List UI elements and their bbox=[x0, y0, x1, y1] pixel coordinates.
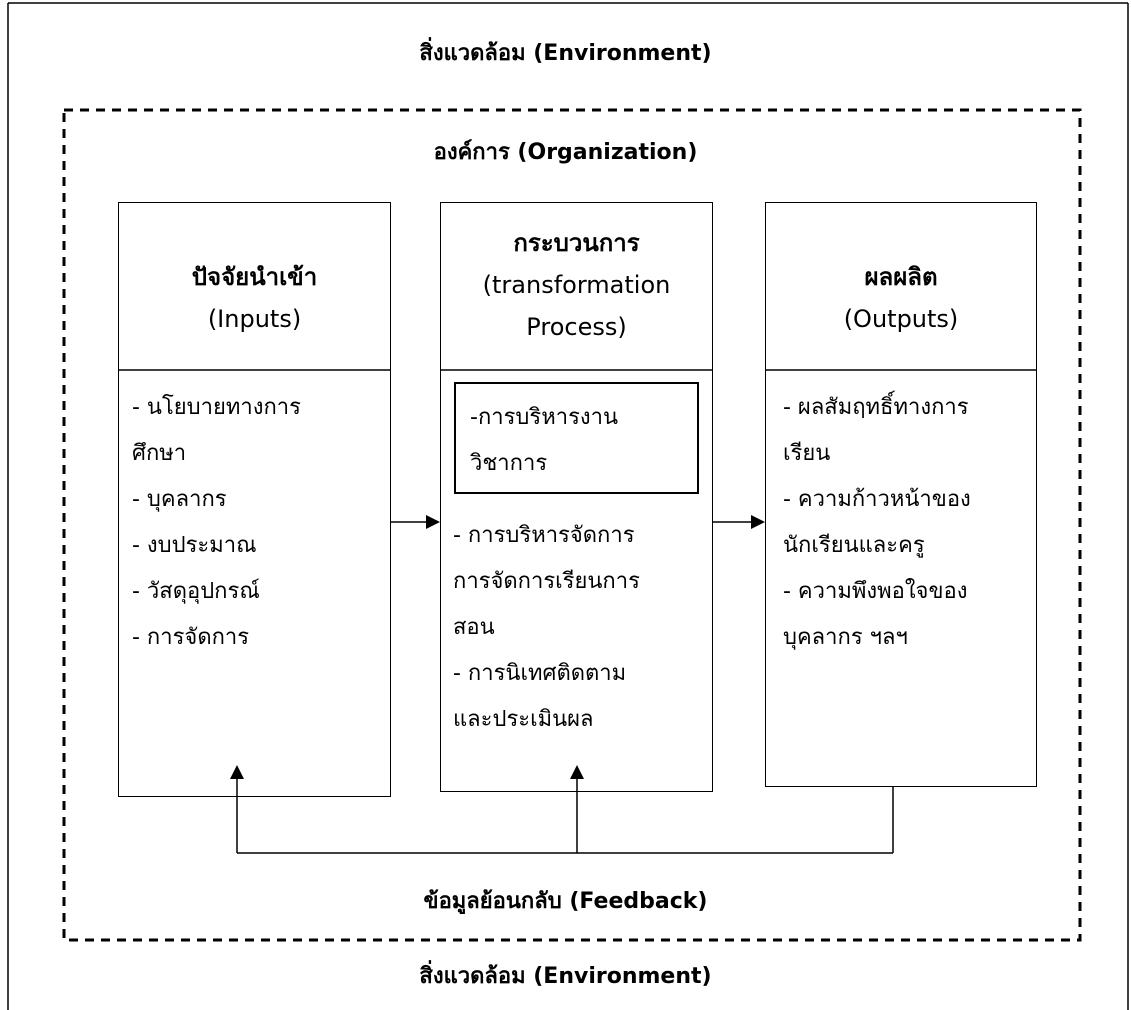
list-item: ศึกษา bbox=[132, 441, 187, 466]
list-item: - วัสดุอุปกรณ์ bbox=[132, 579, 260, 604]
list-item: -การบริหารงาน bbox=[470, 405, 619, 430]
list-item: - ผลสัมฤทธิ์ทางการ bbox=[783, 395, 969, 420]
process-header: กระบวนการ (transformation Process) bbox=[440, 222, 713, 348]
process-title-th: กระบวนการ bbox=[513, 229, 640, 257]
list-item: - บุคลากร bbox=[132, 487, 227, 512]
feedback-arrow-process bbox=[570, 765, 584, 779]
outputs-title-th: ผลผลิต bbox=[864, 263, 938, 291]
arrow-head-process bbox=[426, 515, 440, 529]
process-title-en-2: Process) bbox=[526, 313, 627, 341]
process-box bbox=[440, 202, 713, 792]
list-item: นักเรียนและครู bbox=[783, 533, 925, 558]
process-highlight-list: -การบริหารงาน วิชาการ bbox=[470, 395, 618, 487]
list-item: - งบประมาณ bbox=[132, 533, 257, 558]
list-item: เรียน bbox=[783, 441, 831, 466]
outputs-list: - ผลสัมฤทธิ์ทางการ เรียน - ความก้าวหน้าข… bbox=[783, 385, 971, 661]
organization-boundary bbox=[62, 108, 1082, 942]
inputs-list: - นโยบายทางการ ศึกษา - บุคลากร - งบประมา… bbox=[132, 385, 301, 661]
process-highlight-box bbox=[454, 382, 699, 494]
list-item: - การนิเทศติดตาม bbox=[453, 661, 627, 686]
list-item: - นโยบายทางการ bbox=[132, 395, 301, 420]
inputs-header: ปัจจัยนำเข้า (Inputs) bbox=[118, 256, 391, 340]
outputs-header: ผลผลิต (Outputs) bbox=[765, 256, 1037, 340]
inputs-title-en: (Inputs) bbox=[207, 305, 302, 333]
list-item: บุคลากร ฯลฯ bbox=[783, 625, 908, 650]
outputs-box bbox=[765, 202, 1037, 787]
list-item: การจัดการเรียนการ bbox=[453, 569, 640, 594]
environment-label-top: สิ่งแวดล้อม (Environment) bbox=[419, 41, 712, 66]
process-list: - การบริหารจัดการ การจัดการเรียนการ สอน … bbox=[453, 513, 640, 743]
arrow-head-outputs bbox=[751, 515, 765, 529]
feedback-arrow-inputs bbox=[230, 765, 244, 779]
list-item: และประเมินผล bbox=[453, 707, 594, 732]
list-item: - ความพึงพอใจของ bbox=[783, 579, 968, 604]
list-item: - การบริหารจัดการ bbox=[453, 523, 635, 548]
list-item: สอน bbox=[453, 615, 495, 640]
list-item: - ความก้าวหน้าของ bbox=[783, 487, 971, 512]
environment-label-bottom: สิ่งแวดล้อม (Environment) bbox=[419, 964, 712, 989]
inputs-box bbox=[118, 202, 391, 797]
feedback-label: ข้อมูลย้อนกลับ (Feedback) bbox=[423, 889, 708, 914]
outputs-title-en: (Outputs) bbox=[843, 305, 959, 333]
inputs-title-th: ปัจจัยนำเข้า bbox=[191, 263, 318, 291]
process-title-en-1: (transformation bbox=[482, 271, 671, 299]
organization-label: องค์การ (Organization) bbox=[433, 140, 698, 165]
list-item: วิชาการ bbox=[470, 451, 548, 476]
list-item: - การจัดการ bbox=[132, 625, 250, 650]
